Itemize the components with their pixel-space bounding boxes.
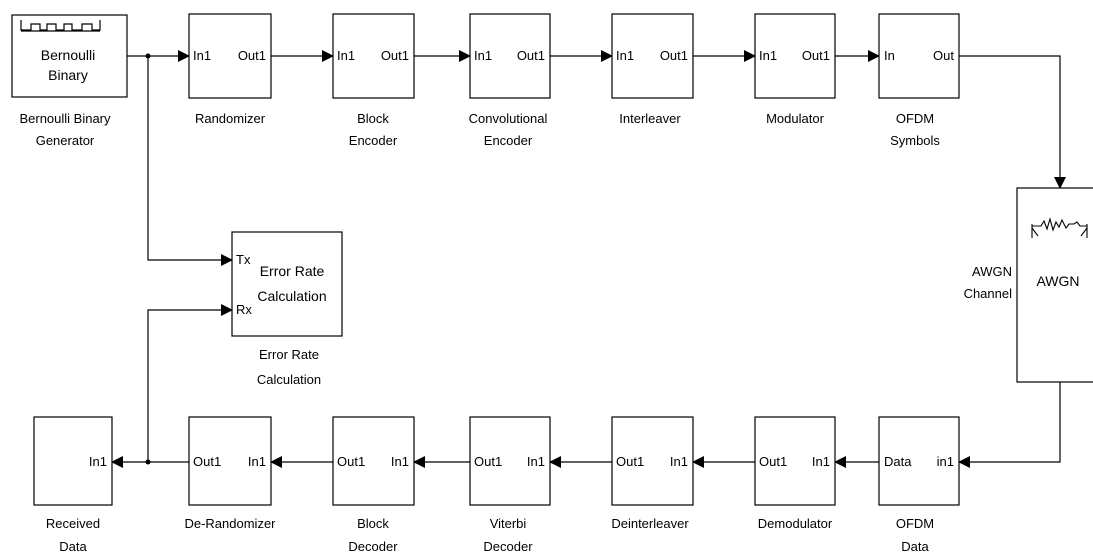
modulator-out-port: Out1 [802, 48, 830, 63]
wire-awgn-ofdm-data[interactable] [958, 382, 1061, 468]
derandomizer-out-port: Out1 [193, 454, 221, 469]
ofdm-symbols-in-port: In [884, 48, 895, 63]
interleaver-in-port: In1 [616, 48, 634, 63]
viterbi-label-line1: Viterbi [490, 516, 527, 531]
block-encoder-label-line2: Encoder [349, 133, 398, 148]
error-rate-inner-line1: Error Rate [260, 263, 325, 279]
branch-point-bottom [145, 459, 151, 465]
awgn-label-line1: AWGN [972, 264, 1012, 279]
conv-encoder-label-line1: Convolutional [469, 111, 548, 126]
modulator-in-port: In1 [759, 48, 777, 63]
block-ofdm-data[interactable]: Data in1 [878, 416, 960, 506]
bernoulli-inner-line1: Bernoulli [41, 47, 95, 63]
received-label-line1: Received [46, 516, 100, 531]
block-modulator[interactable]: In1 Out1 [754, 13, 836, 99]
block-bernoulli-binary-generator[interactable]: Bernoulli Binary [11, 14, 128, 98]
wire-derandomizer-error-rate-rx[interactable] [147, 304, 233, 462]
wire-bernoulli-error-rate-tx[interactable] [147, 56, 233, 266]
awgn-label-line2: Channel [964, 286, 1013, 301]
block-deinterleaver[interactable]: Out1 In1 [611, 416, 694, 506]
block-interleaver[interactable]: In1 Out1 [611, 13, 694, 99]
block-demodulator[interactable]: Out1 In1 [754, 416, 836, 506]
ofdm-data-label-line1: OFDM [896, 516, 934, 531]
ofdm-data-in-port: in1 [937, 454, 954, 469]
randomizer-in-port: In1 [193, 48, 211, 63]
ofdm-symbols-out-port: Out [933, 48, 954, 63]
block-encoder-out-port: Out1 [381, 48, 409, 63]
derandomizer-label: De-Randomizer [184, 516, 276, 531]
bernoulli-label-line2: Generator [36, 133, 95, 148]
bernoulli-inner-line2: Binary [48, 67, 88, 83]
conv-encoder-in-port: In1 [474, 48, 492, 63]
viterbi-in-port: In1 [527, 454, 545, 469]
conv-encoder-label-line2: Encoder [484, 133, 533, 148]
block-decoder-out-port: Out1 [337, 454, 365, 469]
block-viterbi-decoder[interactable]: Out1 In1 [469, 416, 551, 506]
error-rate-label-line1: Error Rate [259, 347, 319, 362]
viterbi-out-port: Out1 [474, 454, 502, 469]
block-awgn-channel[interactable]: AWGN [1016, 187, 1093, 383]
error-rate-rx-port: Rx [236, 302, 252, 317]
deinterleaver-in-port: In1 [670, 454, 688, 469]
ofdm-symbols-label-line2: Symbols [890, 133, 940, 148]
block-randomizer[interactable]: In1 Out1 [188, 13, 272, 99]
demodulator-out-port: Out1 [759, 454, 787, 469]
interleaver-out-port: Out1 [660, 48, 688, 63]
block-convolutional-encoder[interactable]: In1 Out1 [469, 13, 551, 99]
block-error-rate-calculation[interactable]: Tx Rx Error Rate Calculation [231, 231, 343, 337]
block-encoder-in-port: In1 [337, 48, 355, 63]
block-encoder-label-line1: Block [357, 111, 389, 126]
randomizer-label: Randomizer [195, 111, 266, 126]
ofdm-data-out-port: Data [884, 454, 912, 469]
interleaver-label: Interleaver [619, 111, 681, 126]
randomizer-out-port: Out1 [238, 48, 266, 63]
block-block-encoder[interactable]: In1 Out1 [332, 13, 415, 99]
viterbi-label-line2: Decoder [483, 539, 533, 554]
block-de-randomizer[interactable]: Out1 In1 [188, 416, 272, 506]
error-rate-label-line2: Calculation [257, 372, 321, 387]
demodulator-label: Demodulator [758, 516, 833, 531]
demodulator-in-port: In1 [812, 454, 830, 469]
awgn-noise-icon [1031, 217, 1088, 238]
block-decoder-label-line2: Decoder [348, 539, 398, 554]
bernoulli-pulse-icon [20, 20, 101, 31]
block-received-data[interactable]: In1 [33, 416, 113, 506]
modulator-label: Modulator [766, 111, 824, 126]
block-decoder-label-line1: Block [357, 516, 389, 531]
conv-encoder-out-port: Out1 [517, 48, 545, 63]
block-block-decoder[interactable]: Out1 In1 [332, 416, 415, 506]
received-in-port: In1 [89, 454, 107, 469]
ofdm-symbols-label-line1: OFDM [896, 111, 934, 126]
deinterleaver-out-port: Out1 [616, 454, 644, 469]
block-ofdm-symbols[interactable]: In Out [878, 13, 960, 99]
connections [111, 50, 1066, 468]
branch-point-top [145, 53, 151, 59]
wire-ofdm-symbols-awgn[interactable] [959, 55, 1066, 189]
derandomizer-in-port: In1 [248, 454, 266, 469]
block-decoder-in-port: In1 [391, 454, 409, 469]
error-rate-inner-line2: Calculation [257, 288, 326, 304]
awgn-inner-text: AWGN [1036, 273, 1079, 289]
error-rate-tx-port: Tx [236, 252, 251, 267]
received-label-line2: Data [59, 539, 87, 554]
deinterleaver-label: Deinterleaver [611, 516, 689, 531]
bernoulli-label-line1: Bernoulli Binary [19, 111, 111, 126]
ofdm-data-label-line2: Data [901, 539, 929, 554]
